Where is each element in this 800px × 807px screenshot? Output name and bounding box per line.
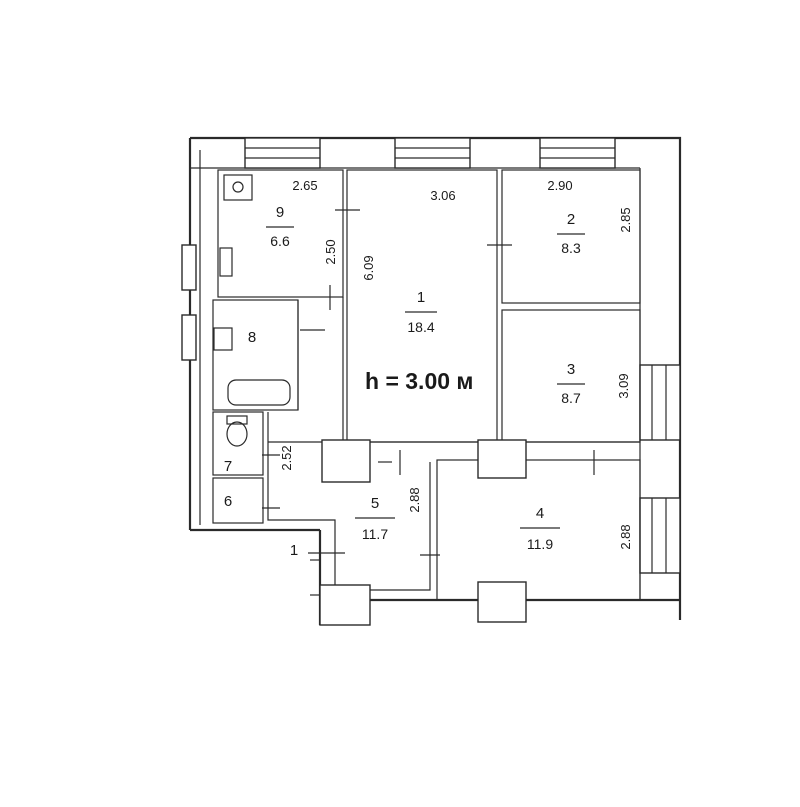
dimension-labels: 2.65 2.50 3.06 6.09 2.90 2.85 3.09 2.88 …: [279, 178, 633, 550]
door-marks: [262, 209, 595, 556]
windows-right: [639, 364, 681, 574]
room-8-number: 8: [248, 329, 256, 346]
stove-icon: [223, 174, 253, 201]
room-7-depth: 2.52: [279, 445, 294, 470]
room-5-area: 11.7: [362, 526, 388, 542]
fixtures: [213, 174, 291, 447]
room-1-number: 1: [417, 289, 425, 306]
room-2-depth: 2.85: [618, 207, 633, 232]
ceiling-height-label: h = 3.00 м: [365, 368, 473, 394]
shafts: [319, 439, 527, 626]
sink-icon: [219, 247, 233, 277]
room-6-number: 6: [224, 493, 232, 510]
room-2-number: 2: [567, 211, 575, 228]
room-5-depth: 2.88: [407, 487, 422, 512]
toilet-icon: [226, 421, 248, 447]
room-labels: 9 6.6 1 18.4 2 8.3 3 8.7 4 11.9 5 11.7 6…: [224, 204, 585, 559]
room-3-area: 8.7: [561, 390, 581, 406]
room-2-area: 8.3: [561, 240, 581, 256]
windows-left: [181, 244, 197, 361]
room-1-area: 18.4: [407, 319, 434, 335]
room-5-number: 5: [371, 495, 379, 512]
room-9-width: 2.65: [292, 178, 317, 193]
washbasin-icon: [213, 327, 233, 351]
bathtub-icon: [227, 379, 291, 406]
room-9-area: 6.6: [270, 233, 290, 249]
room-4-depth: 2.88: [618, 524, 633, 549]
room-9-depth: 2.50: [323, 239, 338, 264]
room-7-number: 7: [224, 458, 232, 475]
entrance-label: 1: [290, 542, 298, 559]
room-3-number: 3: [567, 361, 575, 378]
room-2-width: 2.90: [547, 178, 572, 193]
room-9-number: 9: [276, 204, 284, 221]
toilet-tank-icon: [226, 415, 248, 425]
room-3-depth: 3.09: [616, 373, 631, 398]
room-1-depth: 6.09: [361, 255, 376, 280]
room-4-area: 11.9: [527, 536, 553, 552]
windows-top: [244, 137, 616, 169]
room-4-number: 4: [536, 505, 544, 522]
burner-icon: [232, 181, 244, 193]
room-1-width: 3.06: [430, 188, 455, 203]
